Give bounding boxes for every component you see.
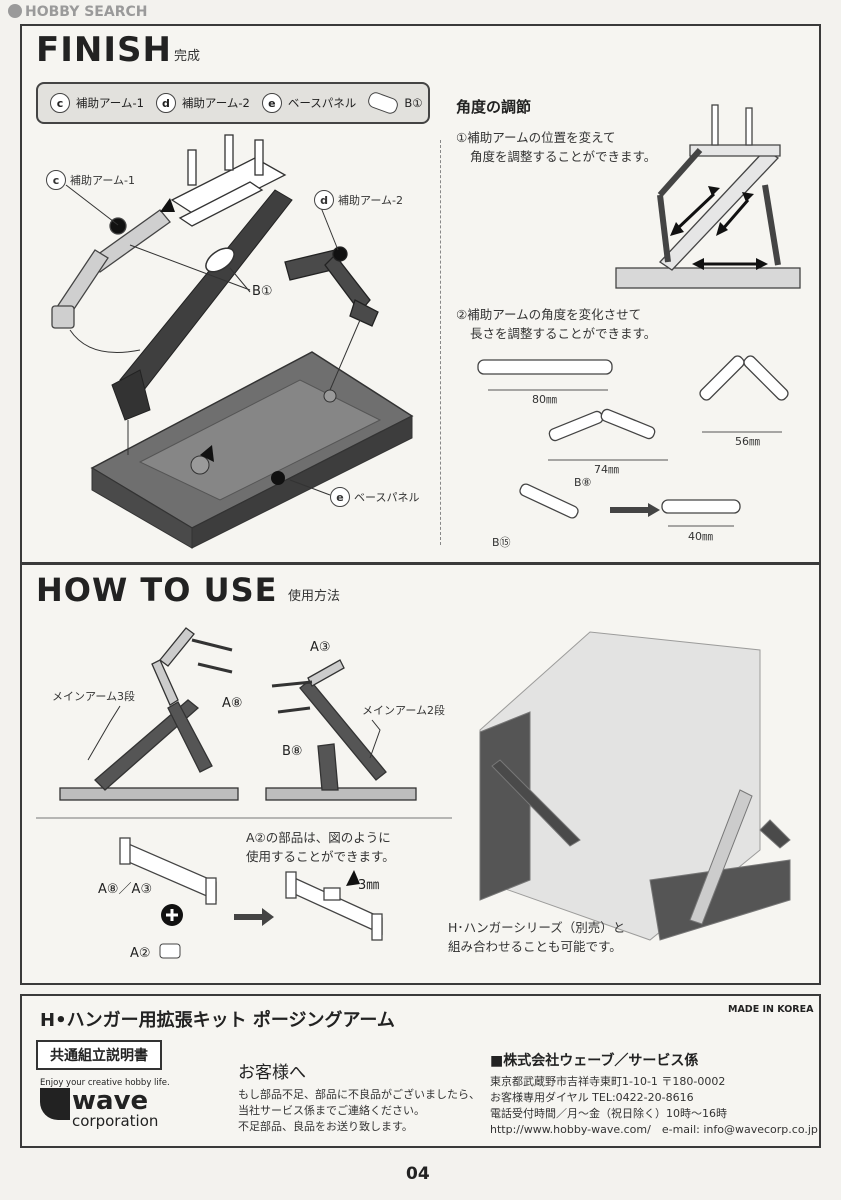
length-80: 80㎜ <box>532 393 557 406</box>
label-a8-a3: A⑧／A③ <box>98 882 153 897</box>
part-d-badge-callout: d <box>314 190 334 210</box>
angle-heading: 角度の調節 <box>456 98 532 116</box>
logo-corp-text: corporation <box>72 1112 159 1130</box>
angle-text-3: ②補助アームの角度を変化させて <box>456 307 642 322</box>
logo-wave-text: wave <box>72 1086 149 1116</box>
a2-usage-text-2: 使用することができます。 <box>246 849 395 864</box>
callout-c: c 補助アーム-1 <box>46 170 135 190</box>
company-address: 東京都武蔵野市吉祥寺東町1-10-1 〒180-0002 <box>490 1075 726 1088</box>
hanger-text-2: 組み合わせることも可能です。 <box>448 939 622 954</box>
company-hours: 電話受付時間／月～金（祝日除く）10時～16時 <box>490 1107 727 1120</box>
part-c-badge-callout: c <box>46 170 66 190</box>
company-web: http://www.hobby-wave.com/ e-mail: info@… <box>490 1123 818 1136</box>
label-b15: B⑮ <box>492 536 511 549</box>
angle-text-2: 角度を調整することができます。 <box>470 149 657 164</box>
length-74: 74㎜ <box>594 463 619 476</box>
label-b8: B⑧ <box>574 476 592 489</box>
tagline: Enjoy your creative hobby life. <box>40 1078 170 1088</box>
page-number: 04 <box>406 1164 430 1184</box>
company-name: ■株式会社ウェーブ／サービス係 <box>490 1053 699 1069</box>
callout-d: d 補助アーム-2 <box>314 190 403 210</box>
label-a2: A② <box>130 946 151 961</box>
callout-e: e ベースパネル <box>330 487 419 507</box>
customer-line-3: 不足部品、良品をお送り致します。 <box>238 1120 413 1133</box>
legend-label-d: 補助アーム-2 <box>181 96 250 110</box>
company-tel: お客様専用ダイヤル TEL:0422-20-8616 <box>490 1091 694 1104</box>
watermark: HOBBY SEARCH <box>8 4 147 20</box>
part-d-badge: d <box>155 93 176 113</box>
legend-label-c: 補助アーム-1 <box>76 96 144 110</box>
finish-title: FINISH <box>36 30 172 70</box>
length-40: 40㎜ <box>688 530 713 543</box>
watermark-text: HOBBY SEARCH <box>25 4 148 20</box>
howto-subtitle: 使用方法 <box>288 589 341 604</box>
legend-label-e: ベースパネル <box>287 96 357 110</box>
callout-c-label: 補助アーム-1 <box>70 174 135 187</box>
made-in: MADE IN KOREA <box>728 1004 814 1015</box>
legend-label-b1: B① <box>404 96 423 110</box>
finish-subtitle: 完成 <box>174 49 201 64</box>
part-e-badge-callout: e <box>330 487 350 507</box>
label-a3: A③ <box>310 640 331 655</box>
part-c-badge: c <box>50 93 70 113</box>
callout-b1: B① <box>252 284 273 299</box>
manual-badge: 共通組立説明書 <box>36 1040 162 1070</box>
customer-line-1: もし部品不足、部品に不良品がございましたら、 <box>238 1088 480 1101</box>
footer-panel <box>20 994 821 1148</box>
howto-title: HOW TO USE <box>36 571 278 609</box>
callout-d-label: 補助アーム-2 <box>338 194 403 207</box>
label-main-arm-2: メインアーム2段 <box>362 704 446 717</box>
finish-divider <box>440 140 441 545</box>
customer-line-2: 当社サービス係までご連絡ください。 <box>238 1104 425 1117</box>
label-a8: A⑧ <box>222 696 243 711</box>
a2-usage-text-1: A②の部品は、図のように <box>246 830 391 845</box>
label-b8: B⑧ <box>282 744 303 759</box>
customer-title: お客様へ <box>238 1063 306 1083</box>
label-3mm: 3㎜ <box>358 878 380 893</box>
hanger-text-1: H･ハンガーシリーズ（別売）と <box>448 920 626 935</box>
angle-text-4: 長さを調整することができます。 <box>470 326 657 341</box>
product-name: H•ハンガー用拡張キット ポージングアーム <box>40 1010 395 1031</box>
label-main-arm-3: メインアーム3段 <box>52 690 136 703</box>
joint-part-icon <box>366 90 401 116</box>
wave-logo: wave corporation <box>40 1088 158 1129</box>
length-56: 56㎜ <box>735 435 760 448</box>
wave-logo-icon <box>40 1088 70 1120</box>
howto-panel <box>20 563 821 985</box>
parts-legend: c 補助アーム-1 d 補助アーム-2 e ベースパネル B① <box>36 82 430 124</box>
part-e-badge: e <box>261 93 282 113</box>
logo-icon <box>8 4 22 18</box>
callout-e-label: ベースパネル <box>354 491 420 504</box>
angle-text-1: ①補助アームの位置を変えて <box>456 130 616 145</box>
